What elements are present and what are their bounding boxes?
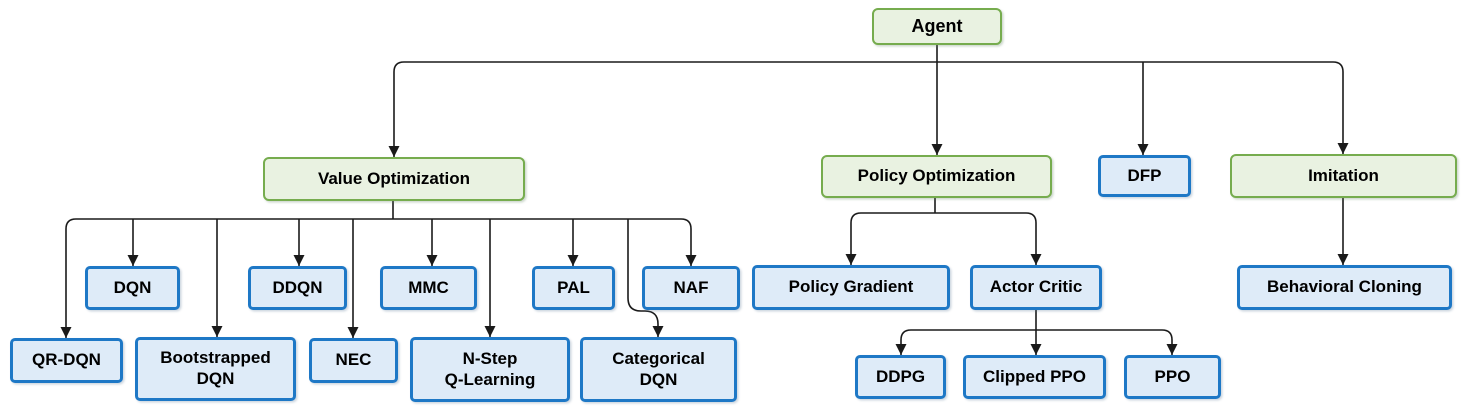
node-ddqn: DDQN bbox=[248, 266, 347, 310]
node-dqn: DQN bbox=[85, 266, 180, 310]
node-mmc: MMC bbox=[380, 266, 477, 310]
node-agent: Agent bbox=[872, 8, 1002, 45]
node-ddpg: DDPG bbox=[855, 355, 946, 399]
edge-agent-to-imitation bbox=[937, 61, 1349, 154]
edge-ac-to-ppo bbox=[1036, 329, 1178, 355]
edge-vo-to-categorical-dqn bbox=[627, 219, 664, 337]
node-naf: NAF bbox=[642, 266, 740, 310]
node-clipped-ppo: Clipped PPO bbox=[963, 355, 1106, 399]
node-ppo: PPO bbox=[1124, 355, 1221, 399]
edge-agent-to-value-optimization bbox=[388, 61, 937, 157]
node-value-optimization: Value Optimization bbox=[263, 157, 525, 201]
node-categorical-dqn: Categorical DQN bbox=[580, 337, 737, 402]
edge-ac-to-ddpg bbox=[895, 329, 1036, 355]
node-dfp: DFP bbox=[1098, 155, 1191, 197]
edge-po-to-policy-gradient bbox=[845, 212, 935, 265]
node-qr-dqn: QR-DQN bbox=[10, 338, 123, 383]
node-policy-gradient: Policy Gradient bbox=[752, 265, 950, 310]
node-behavioral-cloning: Behavioral Cloning bbox=[1237, 265, 1452, 310]
edge-po-to-actor-critic bbox=[935, 212, 1042, 265]
node-policy-optimization: Policy Optimization bbox=[821, 155, 1052, 198]
node-nec: NEC bbox=[309, 338, 398, 383]
node-n-step-q-learning: N-Step Q-Learning bbox=[410, 337, 570, 402]
node-pal: PAL bbox=[532, 266, 615, 310]
node-bootstrapped-dqn: Bootstrapped DQN bbox=[135, 337, 296, 401]
node-actor-critic: Actor Critic bbox=[970, 265, 1102, 310]
edge-vo-to-naf bbox=[393, 218, 697, 266]
node-imitation: Imitation bbox=[1230, 154, 1457, 198]
edge-vo-to-qr-dqn bbox=[60, 218, 393, 338]
